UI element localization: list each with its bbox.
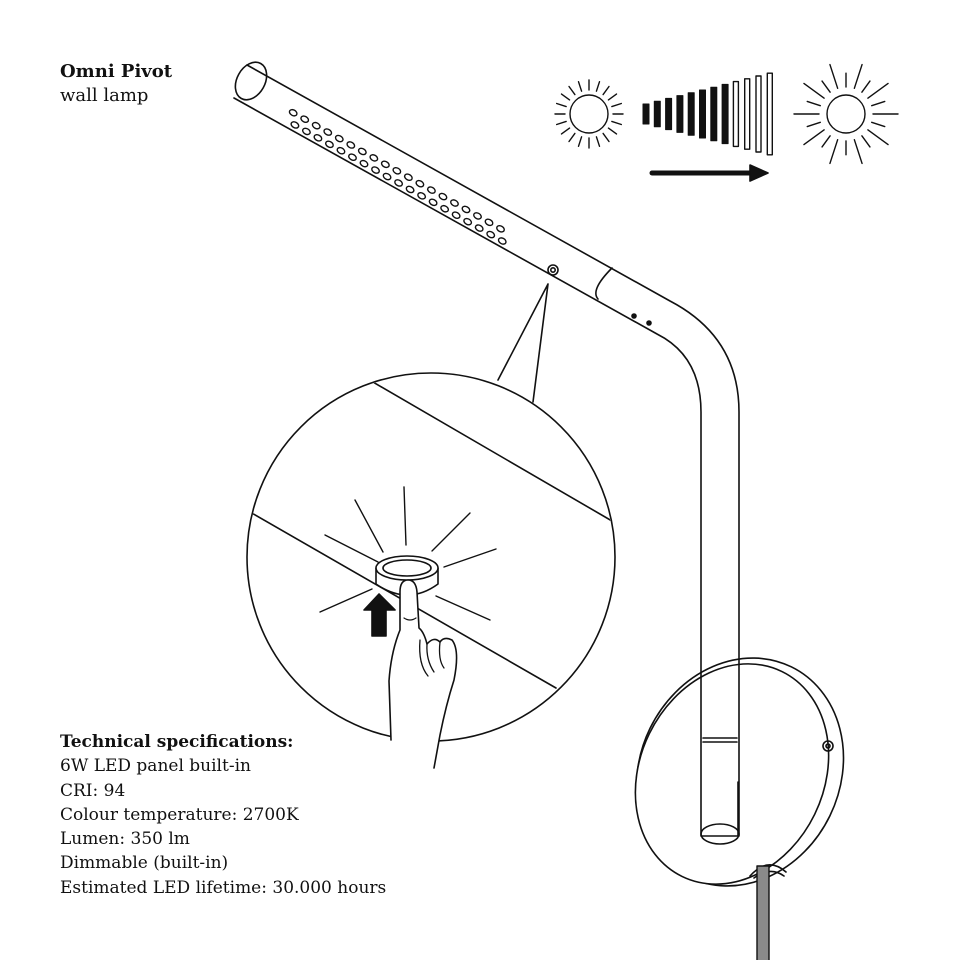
led-dot [392, 166, 402, 175]
lamp-body [233, 61, 740, 845]
spec-line: CRI: 94 [60, 780, 126, 801]
led-dot [313, 134, 323, 142]
specs-heading: Technical specifications: [60, 732, 294, 752]
led-dot [463, 217, 473, 226]
technical-specifications: Technical specifications: 6W LED panel b… [60, 730, 386, 900]
led-dot [496, 224, 505, 233]
led-dot [473, 212, 482, 220]
led-dot [380, 160, 390, 169]
led-panel [288, 108, 507, 245]
led-dot [369, 154, 379, 162]
led-dot [428, 198, 438, 207]
led-dot [417, 192, 427, 200]
sun-bright-icon [793, 63, 899, 165]
led-dot [346, 141, 356, 149]
led-dot [486, 230, 496, 239]
spec-line: Colour temperature: 2700K [60, 804, 299, 825]
led-dot [290, 121, 300, 129]
sun-dim-icon [554, 79, 624, 149]
led-dot [426, 186, 436, 194]
led-dot [348, 153, 357, 162]
led-dot [311, 121, 321, 130]
led-dot [451, 211, 461, 220]
press-arrow-icon [363, 593, 396, 637]
led-dot [438, 192, 448, 201]
led-dot [415, 179, 425, 188]
led-dot [371, 166, 380, 174]
title-block: Omni Pivot wall lamp [60, 60, 172, 108]
led-dot [359, 159, 369, 168]
callout-pointer [497, 283, 549, 403]
led-dot [405, 185, 415, 194]
detail-view [246, 372, 616, 769]
led-dot [334, 134, 344, 143]
led-dot [382, 172, 392, 181]
led-dot [474, 224, 484, 232]
wall-plate [634, 657, 845, 887]
dimming-scale-icon [642, 72, 773, 156]
product-name: Omni Pivot [60, 61, 173, 82]
led-dot [450, 199, 459, 207]
led-dot [300, 115, 310, 124]
power-cable [756, 865, 770, 960]
led-dot [357, 147, 367, 156]
led-dot [440, 204, 450, 213]
spec-line: Dimmable (built-in) [60, 853, 229, 874]
led-dot [336, 146, 346, 155]
led-dot [323, 128, 333, 136]
button-light-rays [319, 486, 497, 621]
led-dot [497, 237, 507, 245]
arrow-right-icon [649, 164, 769, 182]
led-dot [324, 140, 334, 149]
product-type: wall lamp [60, 85, 149, 106]
spec-line: 6W LED panel built-in [60, 756, 251, 777]
spec-line: Lumen: 350 lm [60, 829, 190, 850]
led-dot [288, 108, 298, 117]
spec-line: Estimated LED lifetime: 30.000 hours [60, 877, 387, 898]
led-dot [461, 205, 471, 214]
led-dot [484, 218, 494, 227]
led-dot [301, 127, 311, 136]
led-dot [403, 173, 413, 182]
led-dot [394, 179, 404, 187]
